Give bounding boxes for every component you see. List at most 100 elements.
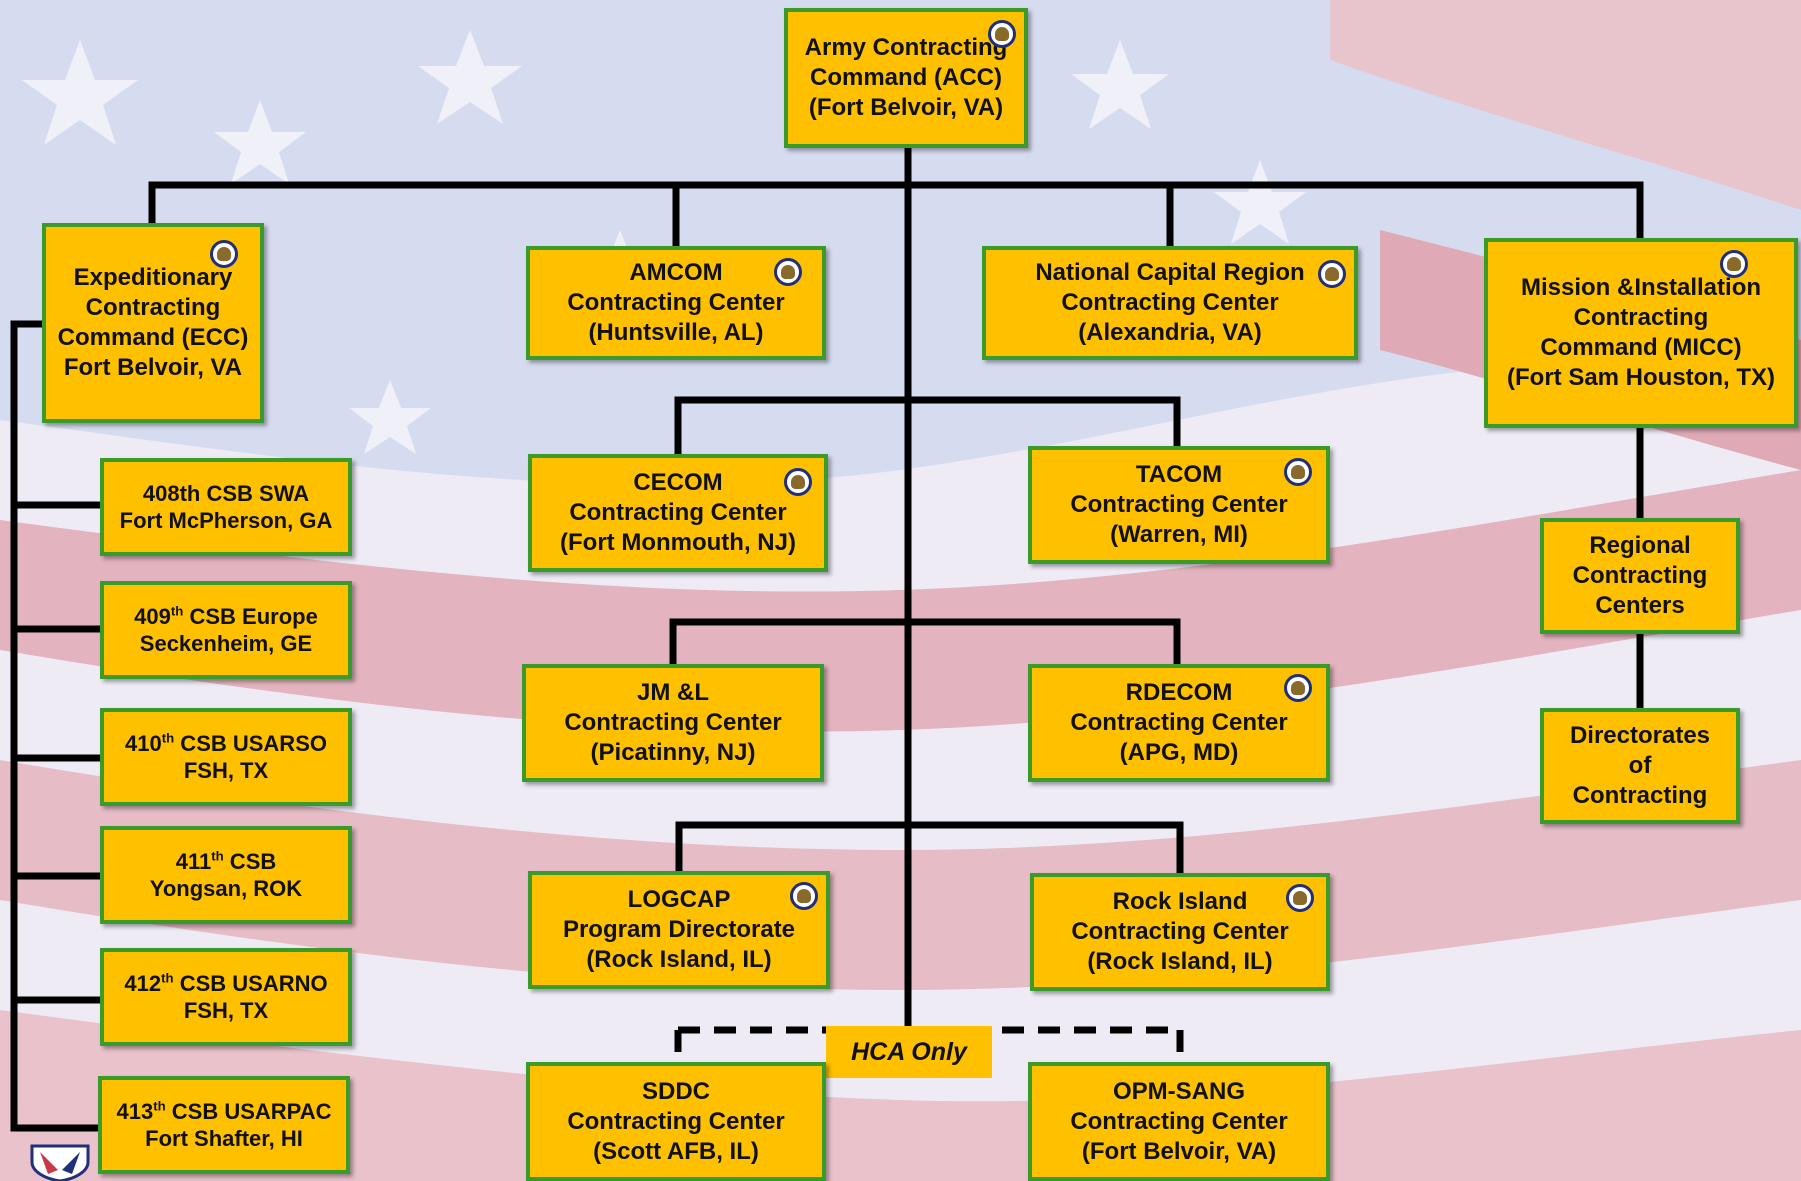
opm-line-1: OPM-SANG <box>1113 1077 1245 1105</box>
micc-line-4: (Fort Sam Houston, TX) <box>1507 364 1775 391</box>
tacom-line-1: TACOM <box>1135 461 1223 488</box>
micc-box: Mission &Installation Contracting Comman… <box>1484 238 1798 428</box>
rdecom-line-1: RDECOM <box>1125 679 1233 706</box>
csb-408-box: 408th CSB SWA Fort McPherson, GA <box>100 458 352 556</box>
unit-seal-icon <box>784 468 812 496</box>
rock-island-box: Rock Island Contracting Center (Rock Isl… <box>1030 873 1330 991</box>
acc-line-3: (Fort Belvoir, VA) <box>808 94 1004 121</box>
tacom-line-2: Contracting Center <box>1070 491 1288 518</box>
ncr-line-1: National Capital Region <box>1035 259 1305 286</box>
unit-seal-icon <box>790 882 818 910</box>
opm-sang-box: OPM-SANG Contracting Center (Fort Belvoi… <box>1028 1062 1330 1181</box>
tacom-line-3: (Warren, MI) <box>1110 521 1248 548</box>
csb-412-place: FSH, TX <box>183 998 269 1023</box>
unit-seal-icon <box>1720 250 1748 278</box>
ncr-box: National Capital Region Contracting Cent… <box>982 246 1358 360</box>
logcap-line-3: (Rock Island, IL) <box>586 946 772 973</box>
csb-411-box: 411th CSB Yongsan, ROK <box>100 826 352 924</box>
rock-island-line-3: (Rock Island, IL) <box>1087 948 1273 975</box>
ecc-box: Expeditionary Contracting Command (ECC) … <box>42 223 264 423</box>
unit-seal-icon <box>1286 884 1314 912</box>
csb-408-name: CSB SWA <box>200 480 310 506</box>
csb-413-sup: th <box>153 1098 166 1114</box>
opm-line-2: Contracting Center <box>1070 1107 1288 1135</box>
micc-line-3: Command (MICC) <box>1540 334 1742 361</box>
army-materiel-command-logo <box>30 1144 90 1181</box>
jml-line-1: JM &L <box>637 679 709 706</box>
regional-line-1: Regional <box>1589 532 1691 559</box>
hca-only-label: HCA Only <box>826 1026 992 1078</box>
unit-seal-icon <box>774 258 802 286</box>
csb-410-place: FSH, TX <box>183 758 269 783</box>
csb-408-place: Fort McPherson, GA <box>119 508 333 533</box>
acc-line-2: Command (ACC) <box>810 64 1002 91</box>
csb-411-unit: 411 <box>175 848 212 874</box>
sddc-line-2: Contracting Center <box>567 1107 785 1135</box>
csb-413-name: CSB USARPAC <box>165 1098 332 1124</box>
ecc-line-4: Fort Belvoir, VA <box>63 354 243 381</box>
amcom-line-3: (Huntsville, AL) <box>588 319 764 346</box>
csb-409-place: Seckenheim, GE <box>139 631 313 656</box>
unit-seal-icon <box>1318 260 1346 288</box>
cecom-box: CECOM Contracting Center (Fort Monmouth,… <box>528 454 828 572</box>
csb-412-name: CSB USARNO <box>173 970 328 996</box>
ncr-line-2: Contracting Center <box>1061 289 1279 316</box>
rdecom-line-3: (APG, MD) <box>1119 739 1239 766</box>
rock-island-line-2: Contracting Center <box>1071 918 1289 945</box>
csb-410-sup: th <box>161 730 175 746</box>
sddc-line-3: (Scott AFB, IL) <box>593 1137 759 1165</box>
sddc-line-1: SDDC <box>641 1077 710 1105</box>
rock-island-line-1: Rock Island <box>1112 888 1248 915</box>
ecc-line-2: Contracting <box>85 294 221 321</box>
acc-box: Army Contracting Command (ACC) (Fort Bel… <box>784 8 1028 148</box>
csb-409-box: 409th CSB Europe Seckenheim, GE <box>100 581 352 679</box>
ecc-line-1: Expeditionary <box>73 264 233 291</box>
csb-413-place: Fort Shafter, HI <box>145 1126 303 1151</box>
unit-seal-icon <box>1284 458 1312 486</box>
rdecom-line-2: Contracting Center <box>1070 709 1288 736</box>
tacom-box: TACOM Contracting Center (Warren, MI) <box>1028 446 1330 564</box>
csb-412-sup: th <box>161 970 174 986</box>
csb-410-name: CSB USARSO <box>174 730 327 756</box>
unit-seal-icon <box>1284 674 1312 702</box>
csb-413-unit: 413 <box>116 1098 154 1124</box>
jml-line-2: Contracting Center <box>564 709 782 736</box>
micc-line-2: Contracting <box>1573 304 1709 331</box>
rdecom-box: RDECOM Contracting Center (APG, MD) <box>1028 664 1330 782</box>
logcap-line-1: LOGCAP <box>627 886 731 913</box>
regional-line-3: Centers <box>1595 592 1685 619</box>
unit-seal-icon <box>210 240 238 268</box>
directorates-line-1: Directorates <box>1569 722 1711 749</box>
opm-line-3: (Fort Belvoir, VA) <box>1081 1137 1277 1165</box>
sddc-box: SDDC Contracting Center (Scott AFB, IL) <box>526 1062 826 1181</box>
csb-413-box: 413th CSB USARPAC Fort Shafter, HI <box>98 1076 350 1174</box>
directorates-box: Directorates of Contracting <box>1540 708 1740 824</box>
jml-line-3: (Picatinny, NJ) <box>590 739 756 766</box>
csb-409-unit: 409 <box>134 603 171 629</box>
logcap-box: LOGCAP Program Directorate (Rock Island,… <box>528 871 830 989</box>
amcom-line-1: AMCOM <box>629 259 723 286</box>
ncr-line-3: (Alexandria, VA) <box>1078 319 1262 346</box>
csb-409-sup: th <box>170 603 184 619</box>
ecc-line-3: Command (ECC) <box>57 324 249 351</box>
csb-412-unit: 412 <box>124 970 162 996</box>
directorates-line-3: Contracting <box>1572 782 1708 809</box>
csb-410-unit: 410 <box>125 730 162 756</box>
csb-410-box: 410th CSB USARSO FSH, TX <box>100 708 352 806</box>
micc-line-1: Mission &Installation <box>1520 274 1762 301</box>
cecom-line-3: (Fort Monmouth, NJ) <box>560 529 796 556</box>
cecom-line-1: CECOM <box>633 469 723 496</box>
csb-412-box: 412th CSB USARNO FSH, TX <box>100 948 352 1046</box>
logcap-line-2: Program Directorate <box>562 916 796 943</box>
csb-411-name: CSB <box>223 848 277 874</box>
regional-line-2: Contracting <box>1572 562 1708 589</box>
csb-409-name: CSB Europe <box>183 603 318 629</box>
amcom-line-2: Contracting Center <box>567 289 785 316</box>
unit-seal-icon <box>988 20 1016 48</box>
csb-408-unit: 408th <box>142 480 201 506</box>
csb-411-sup: th <box>211 848 224 864</box>
cecom-line-2: Contracting Center <box>569 499 787 526</box>
regional-contracting-box: Regional Contracting Centers <box>1540 518 1740 634</box>
directorates-line-2: of <box>1628 752 1652 779</box>
